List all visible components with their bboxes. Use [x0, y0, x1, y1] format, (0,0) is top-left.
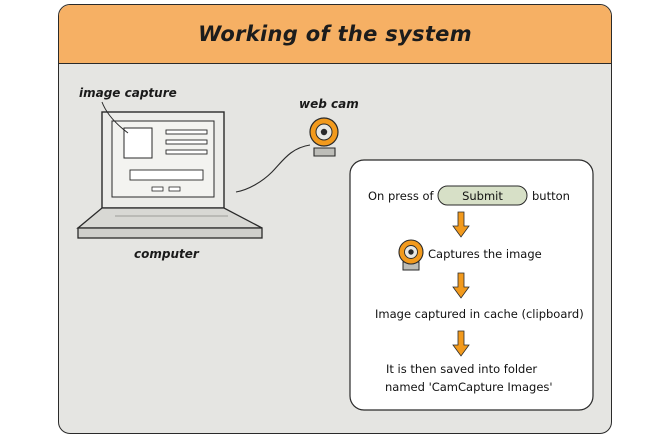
computer-icon — [76, 111, 263, 239]
step2-text: Captures the image — [428, 247, 542, 261]
webcam-icon — [309, 117, 339, 157]
title-banner: Working of the system — [59, 5, 611, 64]
webcam-icon — [398, 239, 424, 271]
step3-text: Image captured in cache (clipboard) — [375, 307, 584, 321]
image-capture-pointer — [101, 101, 129, 134]
process-flow-box — [349, 159, 594, 411]
down-arrow-icon — [452, 211, 470, 238]
webcam-cable — [235, 144, 311, 193]
web-cam-label: web cam — [299, 97, 359, 111]
diagram-title: Working of the system — [198, 22, 472, 46]
step4-line2: named 'CamCapture Images' — [385, 380, 553, 394]
step4-line1: It is then saved into folder — [386, 362, 537, 376]
submit-button-label: Submit — [462, 189, 503, 203]
down-arrow-icon — [452, 272, 470, 299]
image-capture-label: image capture — [79, 86, 177, 100]
step1-suffix: button — [532, 189, 570, 203]
computer-label: computer — [134, 247, 200, 261]
step1-prefix: On press of — [368, 189, 435, 203]
down-arrow-icon — [452, 330, 470, 357]
submit-button[interactable]: Submit — [437, 185, 528, 206]
